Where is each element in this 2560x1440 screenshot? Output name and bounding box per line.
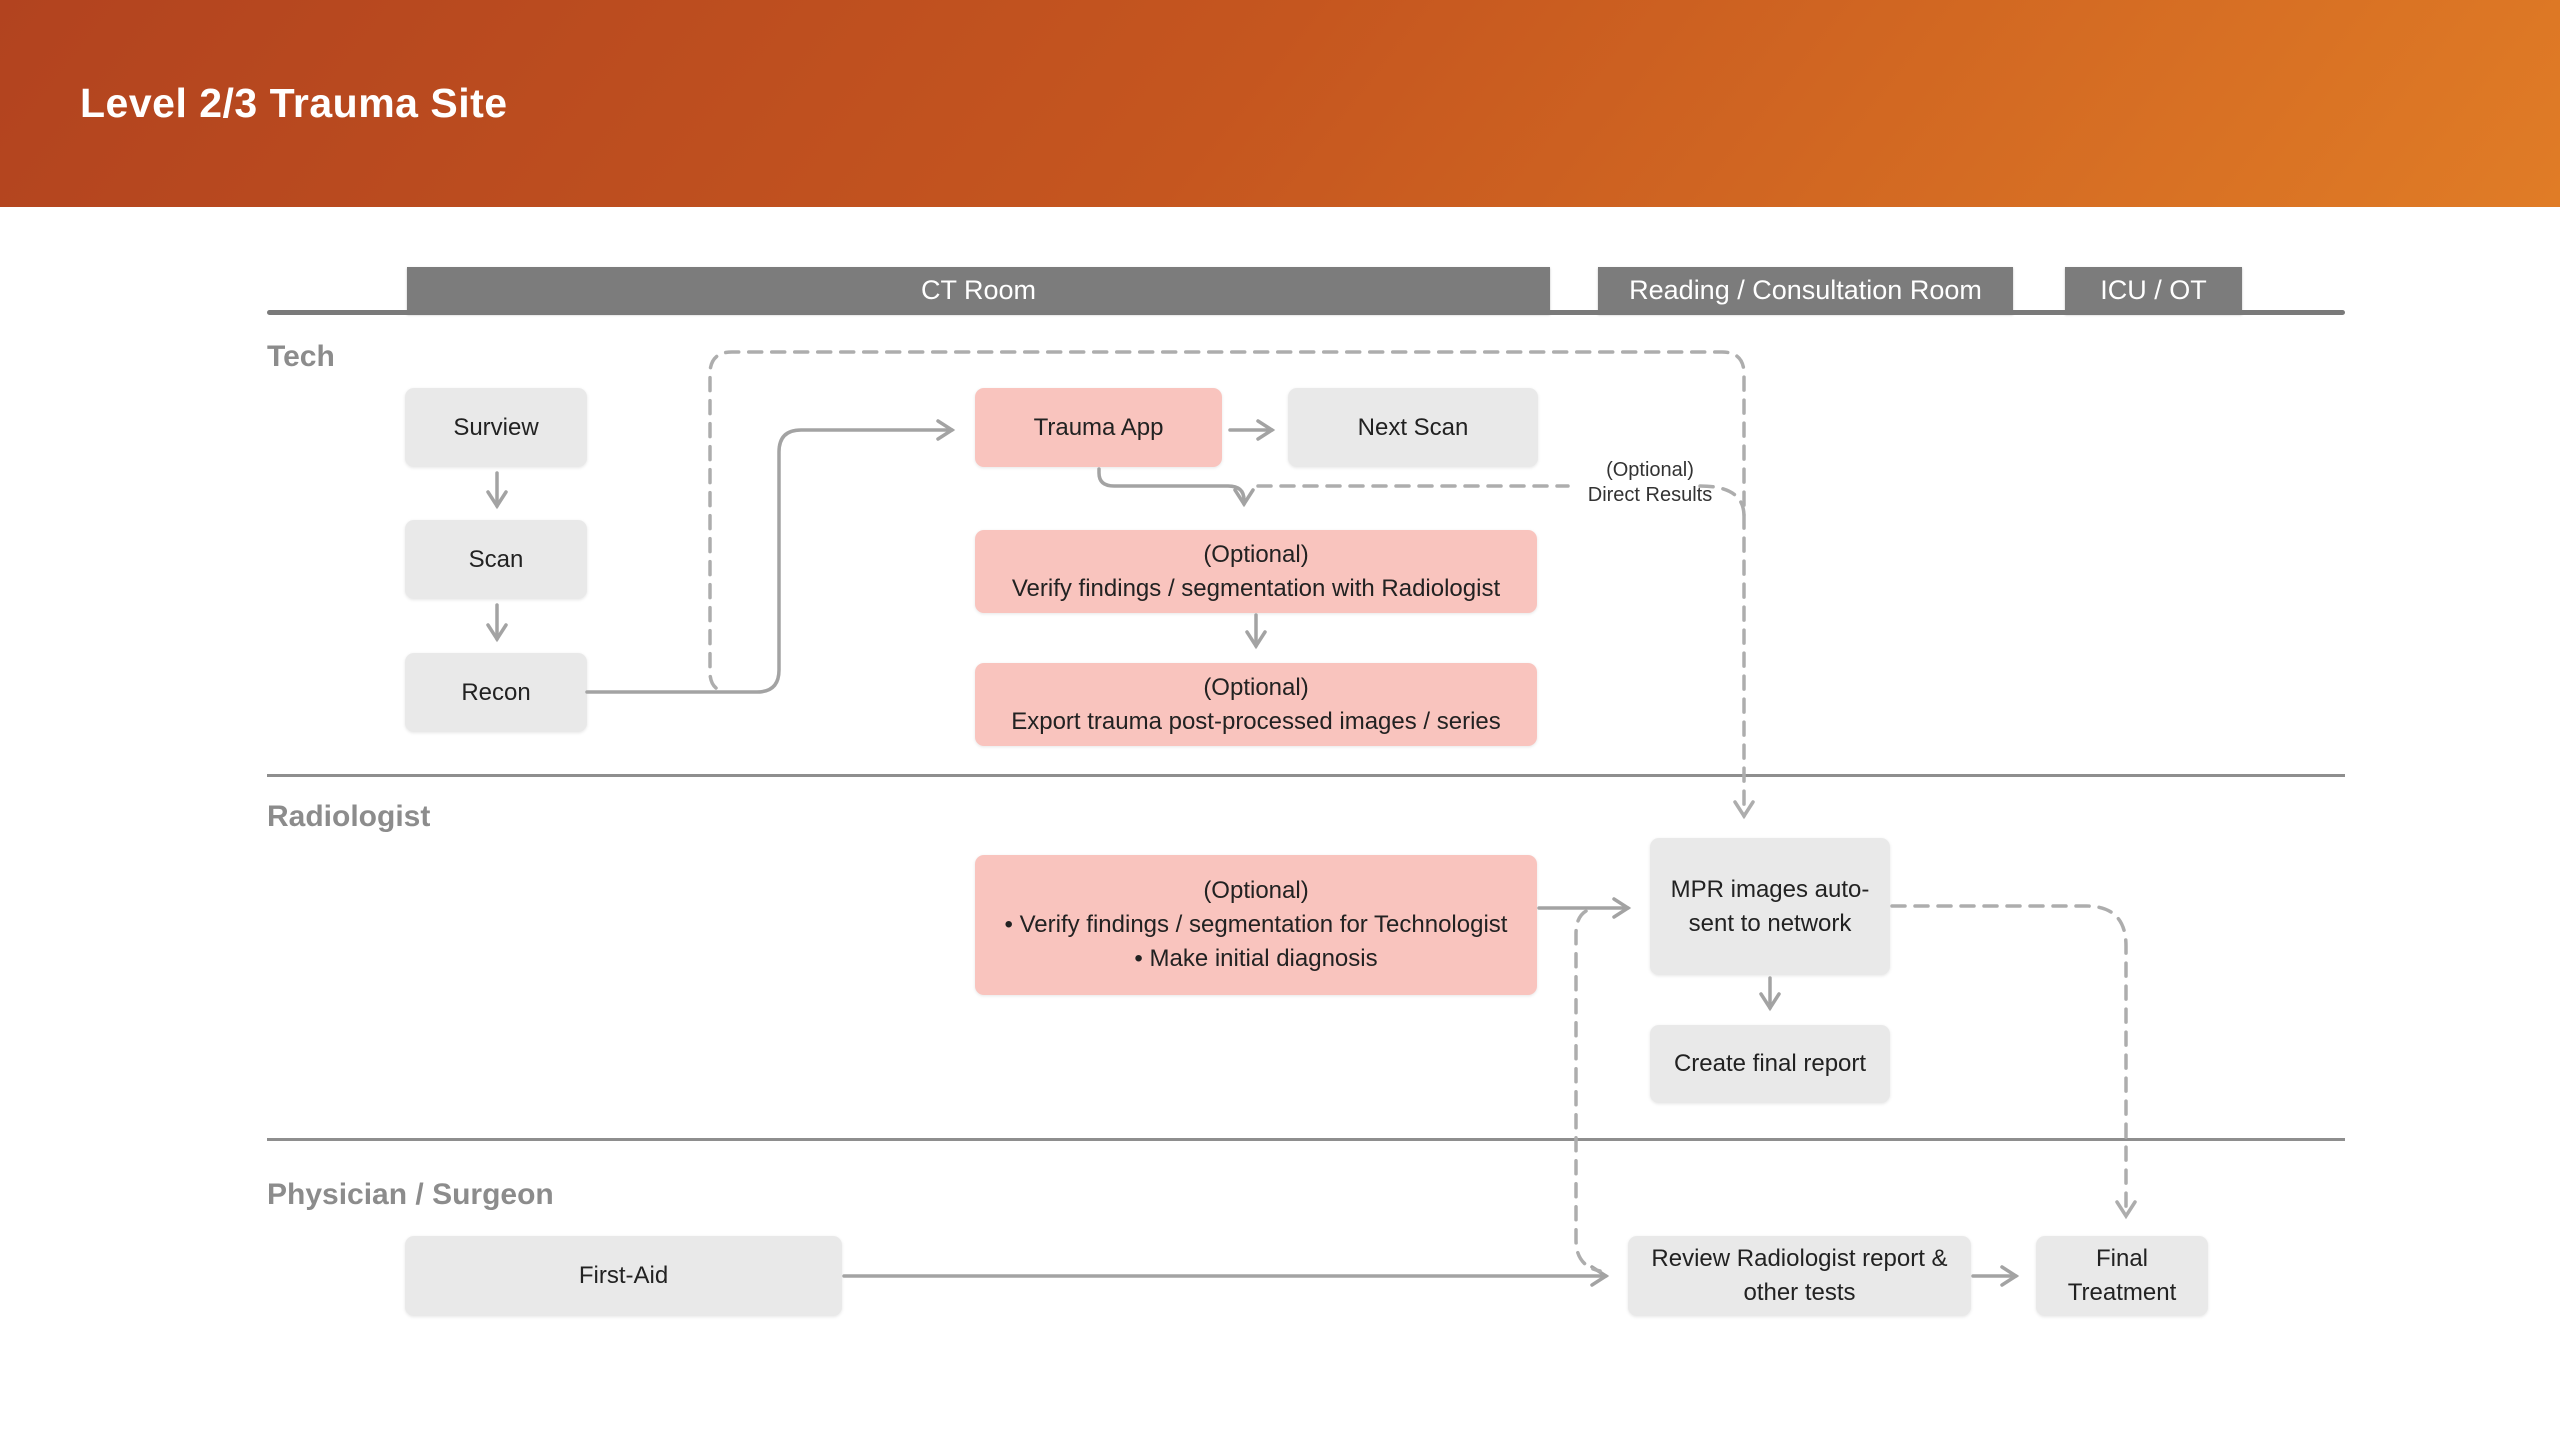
node-trauma-app: Trauma App [975,388,1222,467]
node-final-treatment: Final Treatment [2036,1236,2208,1316]
connector-recon-to-trauma-app [585,419,956,694]
node-export-trauma-images: (Optional) Export trauma post-processed … [975,663,1537,746]
annotation-line: (Optional) [1606,459,1694,481]
node-line: Export trauma post-processed images / se… [1011,707,1501,735]
connector-dashed-radiologist-to-review [1574,909,1602,1273]
node-next-scan: Next Scan [1288,388,1538,467]
node-line: Treatment [2067,1279,2177,1306]
dashed-connectors [708,350,2137,1273]
node-label: Surview [453,413,539,441]
column-header-reading-consultation-room: Reading / Consultation Room [1598,267,2013,314]
column-header-label: ICU / OT [2100,275,2207,305]
connector-dashed-mpr-to-final-treatment [1890,904,2137,1220]
lane-divider [267,1138,2345,1141]
connector-trauma-app-to-verify [1097,467,1255,508]
node-review-radiologist-report: Review Radiologist report & other tests [1628,1236,1971,1316]
node-line: • Make initial diagnosis [1134,945,1378,972]
node-label: Trauma App [1033,413,1164,441]
column-header-label: CT Room [920,275,1037,305]
node-scan: Scan [405,520,587,599]
node-label: Create final report [1673,1050,1867,1077]
node-recon: Recon [405,653,587,732]
node-verify-findings-with-radiologist: (Optional) Verify findings / segmentatio… [975,530,1537,613]
annotation-optional-direct-results: (Optional) Direct Results [1555,458,1745,508]
lane-divider [267,774,2345,777]
node-label: Next Scan [1357,413,1469,441]
page-title: Level 2/3 Trauma Site [80,80,508,126]
node-first-aid: First-Aid [405,1236,842,1316]
lane-label-radiologist: Radiologist [267,800,431,833]
lane-label-tech: Tech [267,340,335,373]
node-surview: Surview [405,388,587,467]
node-line: sent to network [1688,909,1852,937]
node-mpr-images-auto-sent: MPR images auto- sent to network [1650,838,1890,975]
node-line: Review Radiologist report & [1651,1245,1948,1272]
node-line: MPR images auto- [1670,875,1870,903]
node-radiologist-optional: (Optional) • Verify findings / segmentat… [975,855,1537,995]
node-create-final-report: Create final report [1650,1025,1890,1103]
lane-label-physician-surgeon: Physician / Surgeon [267,1178,554,1211]
column-header-label: Reading / Consultation Room [1629,275,1982,305]
node-label: Recon [461,678,531,706]
node-line: (Optional) [1203,877,1309,904]
column-header-underline [267,310,2345,315]
node-line: (Optional) [1203,673,1309,701]
column-header-ct-room: CT Room [407,267,1550,314]
node-line: (Optional) [1203,540,1309,568]
header-band: Level 2/3 Trauma Site [0,0,2560,207]
node-line: • Verify findings / segmentation for Tec… [1004,911,1508,938]
node-line: other tests [1743,1279,1856,1306]
node-line: Final [2095,1245,2149,1272]
node-line: Verify findings / segmentation with Radi… [1011,574,1501,602]
node-label: First-Aid [578,1262,669,1289]
annotation-line: Direct Results [1587,484,1713,506]
column-header-icu-ot: ICU / OT [2065,267,2242,314]
node-label: Scan [468,545,524,573]
